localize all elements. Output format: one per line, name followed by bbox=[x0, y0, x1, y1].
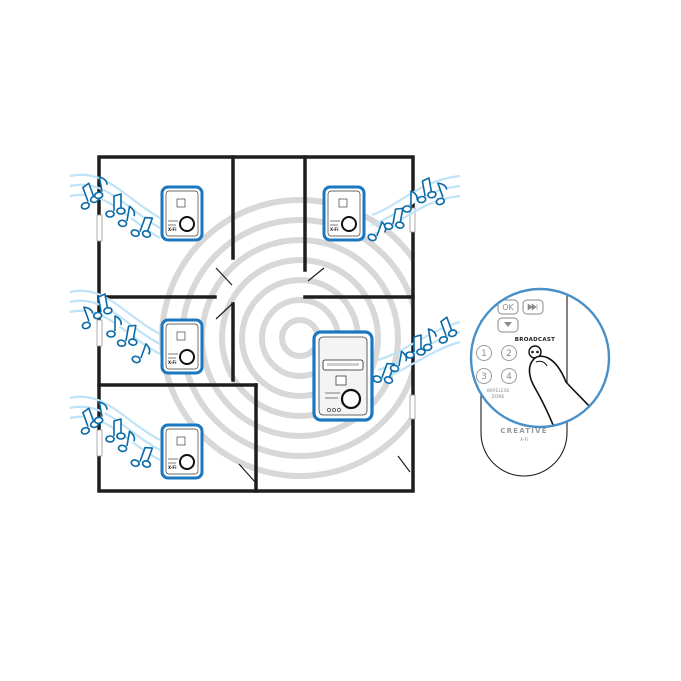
speaker-unit: X-Fi bbox=[324, 187, 364, 240]
svg-text:2: 2 bbox=[506, 349, 512, 359]
main-dock-unit bbox=[314, 332, 372, 420]
svg-text:WIRELESS: WIRELESS bbox=[487, 388, 510, 394]
dock-volume-knob-icon bbox=[342, 390, 360, 408]
unit-display bbox=[177, 437, 185, 445]
music-note-icon bbox=[106, 194, 125, 217]
unit-label: X-Fi bbox=[168, 227, 177, 232]
unit-display bbox=[339, 199, 347, 207]
remote-control: CREATIVE X-Fi OK BROADCAST 1 2 3 4 WIREL… bbox=[470, 287, 610, 476]
unit-label: X-Fi bbox=[168, 360, 177, 365]
svg-text:3: 3 bbox=[481, 372, 487, 382]
speaker-unit: X-Fi bbox=[162, 425, 202, 478]
unit-knob-icon bbox=[180, 455, 194, 469]
music-note-icon bbox=[433, 316, 459, 344]
unit-label: X-Fi bbox=[330, 227, 339, 232]
unit-knob-icon bbox=[180, 217, 194, 231]
unit-knob-icon bbox=[180, 350, 194, 364]
speaker-unit: X-Fi bbox=[162, 320, 202, 373]
music-note-icon bbox=[130, 443, 156, 471]
svg-text:1: 1 bbox=[481, 349, 487, 359]
unit-display bbox=[177, 199, 185, 207]
speaker-unit: X-Fi bbox=[162, 187, 202, 240]
music-note-icon bbox=[106, 419, 125, 442]
svg-text:4: 4 bbox=[506, 372, 512, 382]
broadcast-label: BROADCAST bbox=[515, 337, 555, 343]
svg-text:OK: OK bbox=[502, 303, 514, 312]
unit-label: X-Fi bbox=[168, 465, 177, 470]
remote-brand: CREATIVE bbox=[500, 427, 547, 435]
unit-display bbox=[177, 332, 185, 340]
dock-display bbox=[336, 376, 346, 385]
unit-knob-icon bbox=[342, 217, 356, 231]
svg-text:ZONE: ZONE bbox=[492, 394, 505, 400]
remote-brand-sub: X-Fi bbox=[520, 437, 528, 443]
